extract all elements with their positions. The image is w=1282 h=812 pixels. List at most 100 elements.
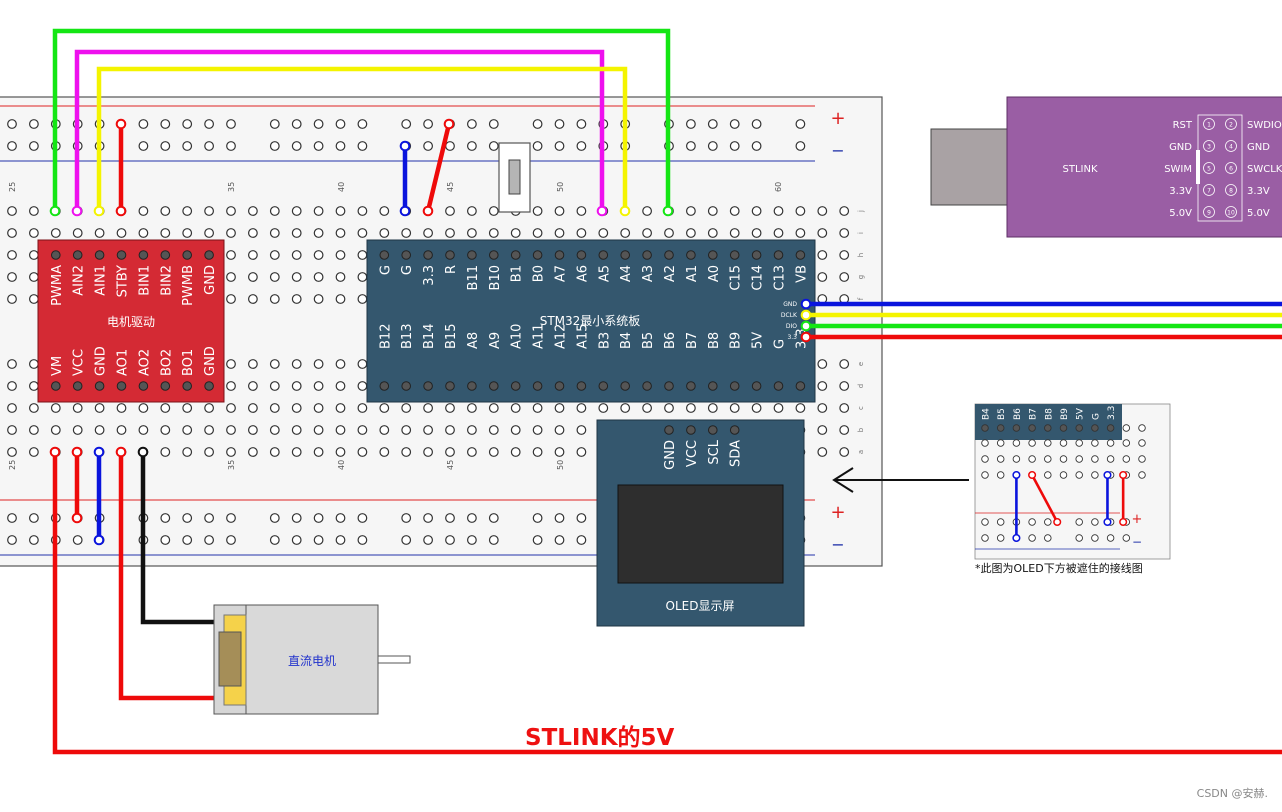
breadboard-hole[interactable]: [291, 272, 302, 282]
dc-motor[interactable]: 直流电机: [213, 604, 411, 715]
mcu-pin[interactable]: [379, 381, 390, 391]
inset-hole[interactable]: [1059, 439, 1068, 447]
breadboard-hole[interactable]: [751, 141, 762, 151]
breadboard-hole[interactable]: [269, 206, 280, 216]
breadboard-hole[interactable]: [7, 250, 17, 260]
oled-pin[interactable]: [664, 425, 674, 435]
inset-hole[interactable]: [1122, 534, 1131, 542]
breadboard-hole[interactable]: [313, 403, 324, 413]
breadboard-hole[interactable]: [554, 403, 565, 413]
breadboard-hole[interactable]: [313, 535, 324, 545]
breadboard-hole[interactable]: [7, 294, 17, 304]
breadboard-hole[interactable]: [7, 403, 17, 413]
breadboard-hole[interactable]: [247, 272, 258, 282]
breadboard-hole[interactable]: [7, 425, 17, 435]
breadboard-hole[interactable]: [204, 535, 215, 545]
stlink-pin[interactable]: [1225, 118, 1237, 130]
breadboard-hole[interactable]: [313, 381, 324, 391]
driver-pin[interactable]: [72, 250, 83, 260]
breadboard-hole[interactable]: [269, 403, 280, 413]
breadboard-hole[interactable]: [532, 535, 543, 545]
breadboard-hole[interactable]: [269, 425, 280, 435]
mcu-pin[interactable]: [554, 250, 565, 260]
inset-hole[interactable]: [981, 534, 989, 542]
breadboard-hole[interactable]: [182, 425, 193, 435]
breadboard-hole[interactable]: [751, 119, 762, 129]
driver-pin[interactable]: [116, 381, 127, 391]
breadboard-hole[interactable]: [423, 228, 434, 238]
breadboard-hole[interactable]: [29, 119, 39, 129]
driver-pin[interactable]: [182, 250, 192, 260]
breadboard-hole[interactable]: [839, 359, 850, 369]
breadboard-hole[interactable]: [313, 447, 324, 457]
stlink-pin[interactable]: [1225, 184, 1237, 196]
breadboard-hole[interactable]: [401, 425, 412, 435]
breadboard-hole[interactable]: [291, 403, 302, 413]
breadboard-hole[interactable]: [773, 228, 784, 238]
breadboard-hole[interactable]: [729, 119, 740, 129]
breadboard-hole[interactable]: [532, 206, 543, 216]
driver-pin[interactable]: [160, 381, 171, 391]
driver-pin[interactable]: [72, 381, 83, 391]
breadboard-hole[interactable]: [817, 447, 828, 457]
breadboard-hole[interactable]: [7, 228, 17, 238]
breadboard-hole[interactable]: [445, 513, 455, 523]
mcu-pin[interactable]: [729, 250, 740, 260]
breadboard-hole[interactable]: [94, 228, 105, 238]
breadboard-hole[interactable]: [707, 141, 718, 151]
breadboard-hole[interactable]: [226, 250, 236, 260]
inset-hole[interactable]: [996, 424, 1005, 432]
inset-hole[interactable]: [1106, 424, 1115, 432]
breadboard-hole[interactable]: [686, 119, 696, 129]
breadboard-hole[interactable]: [138, 425, 149, 435]
breadboard-hole[interactable]: [313, 359, 324, 369]
inset-hole[interactable]: [1075, 439, 1083, 447]
mcu-pin[interactable]: [554, 381, 565, 391]
breadboard-hole[interactable]: [269, 294, 280, 304]
breadboard-hole[interactable]: [686, 206, 696, 216]
breadboard-hole[interactable]: [291, 250, 302, 260]
breadboard-hole[interactable]: [423, 425, 434, 435]
breadboard-hole[interactable]: [7, 206, 17, 216]
breadboard-hole[interactable]: [707, 119, 718, 129]
breadboard-hole[interactable]: [379, 403, 390, 413]
inset-hole[interactable]: [981, 439, 989, 447]
breadboard-hole[interactable]: [357, 119, 368, 129]
breadboard-hole[interactable]: [751, 206, 762, 216]
breadboard-hole[interactable]: [620, 403, 631, 413]
mcu-pin[interactable]: [773, 381, 784, 391]
breadboard-hole[interactable]: [7, 141, 17, 151]
breadboard-hole[interactable]: [204, 141, 215, 151]
breadboard-hole[interactable]: [7, 513, 17, 523]
mcu-pin[interactable]: [445, 381, 455, 391]
inset-hole[interactable]: [1138, 455, 1146, 463]
breadboard-hole[interactable]: [313, 119, 324, 129]
breadboard-hole[interactable]: [445, 425, 455, 435]
breadboard-hole[interactable]: [29, 250, 39, 260]
breadboard-hole[interactable]: [160, 206, 171, 216]
breadboard-hole[interactable]: [357, 513, 368, 523]
breadboard-hole[interactable]: [335, 359, 346, 369]
breadboard-hole[interactable]: [642, 228, 652, 238]
driver-pin[interactable]: [94, 381, 105, 391]
inset-hole[interactable]: [981, 518, 989, 526]
mcu-pin[interactable]: [708, 381, 718, 391]
breadboard-hole[interactable]: [532, 403, 543, 413]
breadboard-hole[interactable]: [29, 206, 39, 216]
breadboard-hole[interactable]: [751, 228, 762, 238]
breadboard-hole[interactable]: [576, 206, 587, 216]
mcu-pin[interactable]: [532, 250, 543, 260]
driver-pin[interactable]: [204, 381, 214, 391]
inset-hole[interactable]: [1028, 439, 1036, 447]
breadboard-hole[interactable]: [379, 228, 390, 238]
mcu-pin[interactable]: [664, 250, 674, 260]
breadboard-hole[interactable]: [313, 294, 324, 304]
inset-hole[interactable]: [1044, 518, 1052, 526]
breadboard-hole[interactable]: [247, 381, 258, 391]
breadboard-hole[interactable]: [269, 250, 280, 260]
breadboard-hole[interactable]: [313, 250, 324, 260]
breadboard-hole[interactable]: [467, 535, 477, 545]
breadboard-hole[interactable]: [467, 403, 477, 413]
breadboard-hole[interactable]: [488, 119, 499, 129]
breadboard-hole[interactable]: [204, 513, 215, 523]
